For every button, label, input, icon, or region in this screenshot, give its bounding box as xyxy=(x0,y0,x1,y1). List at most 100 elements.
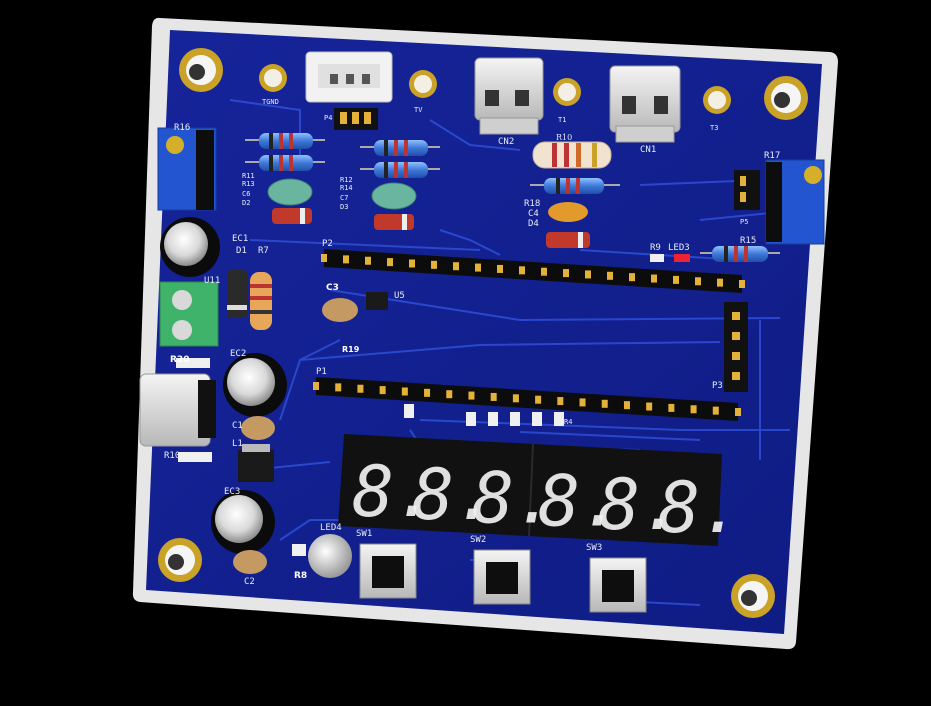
label-r19: R19 xyxy=(342,345,360,354)
label-r17: R17 xyxy=(764,151,780,161)
switch-sw1 xyxy=(359,543,417,599)
label-p4: P4 xyxy=(324,114,332,122)
label-c3: C3 xyxy=(326,283,339,293)
header-p2 xyxy=(321,249,745,293)
label-r13: R13 xyxy=(242,180,255,188)
label-c6: C6 xyxy=(242,190,250,198)
label-cn2: CN2 xyxy=(498,137,514,147)
usb-connector-cn2 xyxy=(474,57,544,135)
resistor-r7 xyxy=(250,272,272,330)
header-p1 xyxy=(313,377,741,421)
label-r10b: R10 xyxy=(556,133,572,142)
label-cn1: CN1 xyxy=(640,145,656,155)
diode-d1 xyxy=(227,270,247,318)
display-digit: 8. xyxy=(598,464,682,546)
header-p2-pin xyxy=(431,260,437,269)
ceramic-caps xyxy=(233,298,358,574)
label-r16: R16 xyxy=(174,123,190,133)
label-tv: TV xyxy=(414,106,423,114)
label-led3: LED3 xyxy=(668,243,690,253)
header-p2-pin xyxy=(695,277,701,286)
label-led4: LED4 xyxy=(320,523,342,533)
label-d4: D4 xyxy=(528,219,539,229)
label-r20: R20 xyxy=(170,355,189,365)
test-points xyxy=(259,64,731,114)
header-p2-pin xyxy=(321,254,327,262)
header-p1-pin xyxy=(623,401,630,410)
header-p2-pin xyxy=(497,264,503,273)
header-p1-pin xyxy=(424,388,431,397)
trimmer-r16 xyxy=(157,127,217,211)
diodes xyxy=(272,208,590,248)
label-c7: C7 xyxy=(340,194,348,202)
header-p1-pin xyxy=(579,398,586,407)
label-u11: U11 xyxy=(204,276,220,286)
header-p2-pin xyxy=(585,270,591,279)
header-p2-pin xyxy=(673,275,679,284)
trimmer-r17 xyxy=(765,159,825,245)
smd-row xyxy=(176,254,690,462)
header-p2-pin xyxy=(717,278,723,287)
header-p2-pin xyxy=(629,273,635,282)
label-r7: R7 xyxy=(258,246,269,256)
switch-sw2 xyxy=(473,549,531,605)
display-digit: 8. xyxy=(352,451,436,533)
header-p1-pin xyxy=(735,408,741,416)
header-p2-pin xyxy=(519,266,525,275)
label-l1: L1 xyxy=(232,439,243,449)
switch-sw3 xyxy=(589,557,647,613)
label-tgnd: TGND xyxy=(262,98,279,106)
label-d1: D1 xyxy=(236,246,247,256)
label-r9: R9 xyxy=(650,243,661,253)
header-p2-pin xyxy=(563,269,569,278)
capacitor-c4 xyxy=(548,202,588,222)
label-t3: T3 xyxy=(710,124,718,132)
label-r15: R15 xyxy=(740,236,756,246)
header-p2-pin xyxy=(453,262,459,271)
label-ec2: EC2 xyxy=(230,349,246,359)
display-digit: 8. xyxy=(472,457,556,539)
resistors xyxy=(245,133,780,262)
header-p2-pin xyxy=(475,263,481,272)
header-p1-pin xyxy=(690,405,697,414)
label-p1: P1 xyxy=(316,367,327,377)
header-p1-pin xyxy=(601,399,608,408)
label-r4: R4 xyxy=(564,418,572,426)
header-p2-pin xyxy=(387,258,393,267)
header-p1-pin xyxy=(512,394,519,403)
resistor-large xyxy=(532,141,612,169)
label-sw1: SW1 xyxy=(356,529,372,539)
header-p2-pin xyxy=(541,267,547,276)
header-p3 xyxy=(724,302,748,392)
led4 xyxy=(292,534,352,578)
ic-u5 xyxy=(366,292,388,310)
label-r11: R11 xyxy=(242,172,255,180)
usb-c-left xyxy=(139,373,216,447)
label-p5: P5 xyxy=(740,218,748,226)
header-p1-pin xyxy=(490,392,497,401)
label-r10: R10 xyxy=(164,451,180,461)
header-p1-pin xyxy=(401,387,408,396)
jumper-p5 xyxy=(734,170,760,210)
header-p1-pin xyxy=(646,402,653,411)
label-sw2: SW2 xyxy=(470,535,486,545)
label-ec1: EC1 xyxy=(232,234,248,244)
header-p1-pin xyxy=(712,406,719,415)
inductors xyxy=(267,178,417,210)
label-r8: R8 xyxy=(294,571,307,581)
electrolytic-caps xyxy=(160,217,287,554)
label-r18: R18 xyxy=(524,199,540,209)
header-p1-pin xyxy=(446,390,453,399)
header-p2-pin xyxy=(739,280,745,288)
label-c1: C1 xyxy=(232,421,243,431)
connector-p4 xyxy=(305,51,393,130)
header-p1-pin xyxy=(313,382,319,390)
header-p2-pin xyxy=(607,271,613,280)
label-r14: R14 xyxy=(340,184,353,192)
label-r12: R12 xyxy=(340,176,353,184)
display-digit: 8. xyxy=(538,461,622,543)
header-p1-pin xyxy=(668,403,675,412)
regulator-l1 xyxy=(238,444,274,482)
mounting-holes xyxy=(158,48,808,618)
seven-segment-display: 8.8.8.8.8.8. xyxy=(338,434,742,549)
